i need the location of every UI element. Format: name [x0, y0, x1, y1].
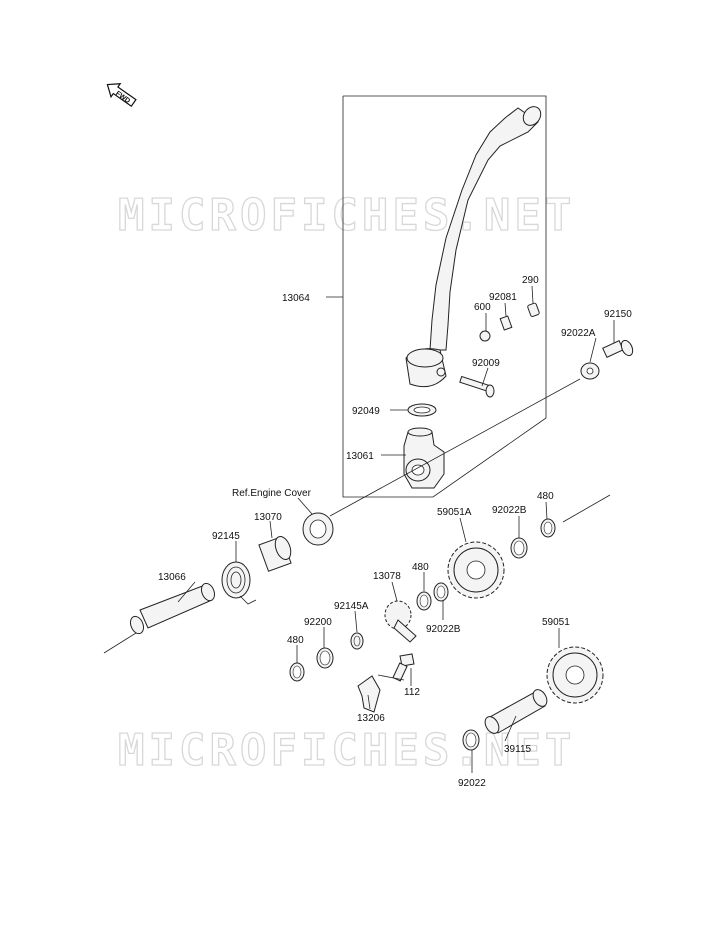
guide-plate-13206-part — [357, 675, 381, 713]
label-13061: 13061 — [346, 451, 374, 462]
label-92022A: 92022A — [561, 328, 596, 339]
label-13064: 13064 — [282, 293, 310, 304]
label-92081: 92081 — [489, 292, 517, 303]
label-480-top: 480 — [537, 491, 554, 502]
spring-92145A-part — [350, 632, 364, 650]
label-59051A: 59051A — [437, 507, 472, 518]
leader-bolt-plate — [377, 674, 405, 681]
axis-line-gear — [562, 494, 611, 523]
label-92022B-top: 92022B — [492, 505, 527, 516]
spring-92081-part — [499, 315, 513, 331]
label-92009: 92009 — [472, 358, 500, 369]
label-92200: 92200 — [304, 617, 332, 628]
label-13206: 13206 — [357, 713, 385, 724]
axis-line-main — [329, 378, 581, 517]
label-39115: 39115 — [504, 744, 532, 755]
axis-line-left — [103, 632, 137, 654]
label-112: 112 — [404, 687, 420, 698]
fwd-label: FWD — [114, 90, 131, 105]
ball-600-part — [479, 330, 491, 342]
label-13078: 13078 — [373, 571, 401, 582]
label-92049: 92049 — [352, 406, 380, 417]
bolt-92009-part — [459, 375, 495, 398]
assembly-box — [342, 95, 547, 498]
label-92145A: 92145A — [334, 601, 369, 612]
kick-shaft-13066-part — [129, 582, 216, 635]
label-13070: 13070 — [254, 512, 282, 523]
label-ref-engine-cover: Ref.Engine Cover — [232, 488, 312, 499]
label-92022B-mid: 92022B — [426, 624, 461, 635]
label-600: 600 — [474, 302, 491, 313]
ratchet-13078-part — [384, 600, 417, 643]
shaft-39115-part — [484, 689, 548, 734]
label-290: 290 — [522, 275, 539, 286]
fwd-arrow-icon: FWD — [106, 83, 137, 108]
kick-lever-part — [405, 106, 542, 388]
label-92145: 92145 — [212, 531, 240, 542]
plug-290-part — [527, 302, 540, 317]
label-13066: 13066 — [158, 572, 186, 583]
label-92150: 92150 — [604, 309, 632, 320]
spring-92145-part — [221, 561, 257, 605]
watermark-top: MICROFICHES.NET — [118, 190, 575, 241]
label-480-mid: 480 — [412, 562, 429, 573]
gear-59051-part — [546, 646, 604, 704]
collar-13070-part — [258, 535, 292, 572]
bolt-112-part — [392, 653, 415, 682]
label-92022: 92022 — [458, 778, 486, 789]
kick-boss-13061-part — [403, 427, 445, 489]
label-480-left: 480 — [287, 635, 304, 646]
bolt-92150-part — [602, 339, 634, 358]
label-59051: 59051 — [542, 617, 570, 628]
gear-59051A-part — [447, 541, 505, 599]
leader-lines — [177, 285, 615, 773]
